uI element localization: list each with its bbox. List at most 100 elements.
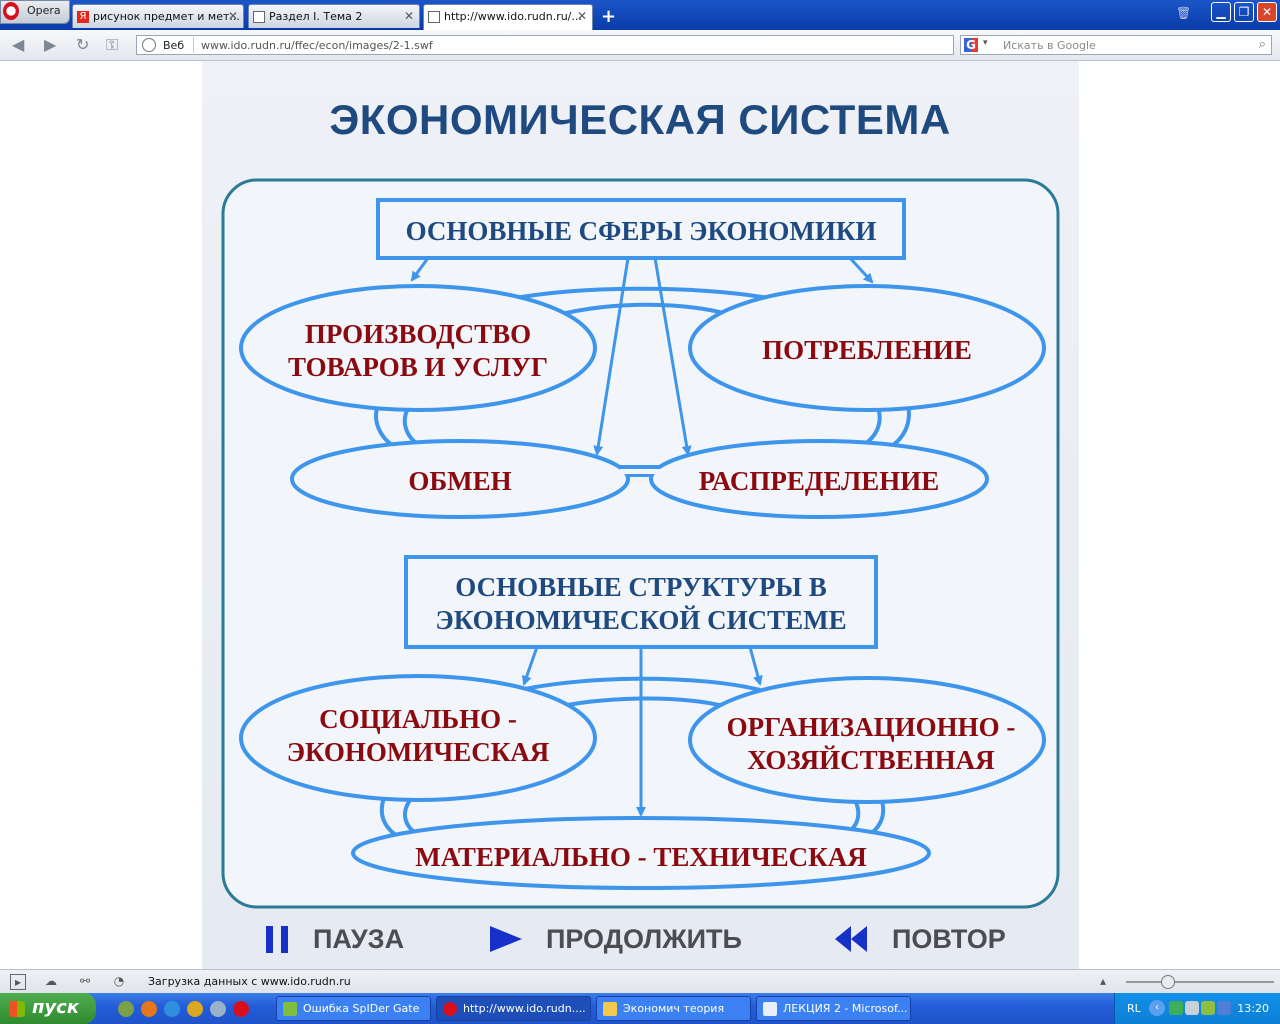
status-bar: ▸ ☁ ⚯ ◔ Загрузка данных с www.ido.rudn.r…	[0, 969, 1280, 994]
continue-button[interactable]: ПРОДОЛЖИТЬ	[546, 924, 742, 954]
zoom-slider-knob[interactable]	[1161, 975, 1175, 989]
tab-section[interactable]: Раздел I. Тема 2 ✕	[248, 4, 420, 28]
task-folder[interactable]: Экономич теория	[596, 996, 751, 1021]
task-label: ЛЕКЦИЯ 2 - Microsof...	[783, 1002, 908, 1015]
close-icon[interactable]: ✕	[403, 9, 414, 23]
firefox-icon[interactable]	[141, 1001, 157, 1017]
tab-label: http://www.ido.rudn.ru/...	[444, 10, 582, 23]
chevron-up-icon[interactable]: ▴	[1099, 974, 1107, 988]
media-player-icon[interactable]	[187, 1001, 203, 1017]
antivirus-icon[interactable]	[1201, 1001, 1215, 1015]
new-tab-button[interactable]: +	[601, 6, 617, 27]
distribution-text: РАСПРЕДЕЛЕНИЕ	[699, 466, 940, 496]
reload-icon[interactable]: ↻	[76, 35, 90, 54]
production-ellipse	[239, 284, 597, 412]
tray-app-icon[interactable]	[1217, 1001, 1231, 1015]
task-label: http://www.ido.rudn....	[463, 1002, 586, 1015]
language-indicator[interactable]: RL	[1127, 1002, 1141, 1015]
quicklaunch-icon[interactable]	[118, 1001, 134, 1017]
search-icon[interactable]: ⌕	[1258, 37, 1266, 52]
production-text-line2: ТОВАРОВ И УСЛУГ	[288, 352, 548, 382]
social-ellipse	[239, 674, 597, 802]
close-window-button[interactable]: ✕	[1257, 2, 1277, 22]
internet-explorer-icon[interactable]	[164, 1001, 180, 1017]
google-icon[interactable]: G	[964, 38, 978, 52]
panel-toggle-icon[interactable]: ▸	[10, 974, 26, 990]
production-text-line1: ПРОИЗВОДСТВО	[305, 319, 531, 349]
task-label: Экономич теория	[623, 1002, 725, 1015]
organizational-text-line1: ОРГАНИЗАЦИОННО -	[727, 712, 1016, 742]
address-separator	[193, 37, 194, 53]
tab-label: рисунок предмет и мет...	[93, 10, 240, 23]
key-icon[interactable]: ⚿	[106, 35, 119, 54]
share-icon[interactable]: ⚯	[79, 974, 91, 988]
navigation-bar: ◀ ▶ ↻ ⚿ Веб www.ido.rudn.ru/ffec/econ/im…	[0, 30, 1280, 61]
chevron-left-icon[interactable]: ‹	[1149, 1000, 1165, 1016]
consumption-ellipse	[688, 284, 1046, 412]
tab-current[interactable]: http://www.ido.rudn.ru/... ✕	[423, 4, 593, 30]
network-icon[interactable]	[1185, 1001, 1199, 1015]
opera-logo-icon	[3, 2, 19, 20]
task-label: Ошибка SpIDer Gate	[303, 1002, 420, 1015]
task-word[interactable]: ЛЕКЦИЯ 2 - Microsof...	[756, 996, 911, 1021]
folder-icon	[603, 1002, 617, 1016]
close-icon[interactable]: ✕	[227, 9, 238, 23]
tray-app-icon[interactable]	[1169, 1001, 1183, 1015]
repeat-button[interactable]: ПОВТОР	[892, 924, 1006, 954]
material-ellipse	[351, 816, 931, 890]
exchange-text: ОБМЕН	[408, 466, 511, 496]
rewind-icon	[835, 926, 867, 952]
search-input[interactable]: Искать в Google	[1003, 39, 1096, 52]
quicklaunch-icon[interactable]	[210, 1001, 226, 1017]
chevron-down-icon[interactable]: ▾	[983, 38, 988, 48]
play-icon-hitbox[interactable]	[486, 920, 526, 958]
opera-menu-label: Opera	[27, 4, 61, 17]
forward-icon[interactable]: ▶	[44, 35, 57, 54]
trash-icon[interactable]: 🗑	[1176, 6, 1192, 20]
address-url[interactable]: www.ido.rudn.ru/ffec/econ/images/2-1.swf	[201, 39, 433, 52]
search-box[interactable]: G ▾ Искать в Google ⌕	[960, 35, 1272, 55]
material-text: МАТЕРИАЛЬНО - ТЕХНИЧЕСКАЯ	[415, 842, 867, 872]
task-opera[interactable]: http://www.ido.rudn....	[436, 996, 591, 1021]
spider-icon	[283, 1002, 297, 1016]
page-icon	[253, 11, 265, 23]
structures-arrows	[521, 646, 763, 817]
cloud-icon[interactable]: ☁	[45, 974, 57, 988]
spheres-header-text: ОСНОВНЫЕ СФЕРЫ ЭКОНОМИКИ	[406, 216, 877, 246]
structures-header-box	[404, 555, 878, 649]
status-text: Загрузка данных с www.ido.rudn.ru	[148, 975, 351, 988]
start-label: пуск	[32, 997, 80, 1018]
zoom-slider-track[interactable]	[1126, 981, 1274, 983]
close-icon[interactable]: ✕	[576, 9, 587, 23]
pause-icon-hitbox[interactable]	[262, 920, 292, 958]
speed-dial-icon[interactable]: ◔	[113, 974, 125, 988]
back-icon[interactable]: ◀	[12, 35, 25, 54]
social-text-line2: ЭКОНОМИЧЕСКАЯ	[287, 737, 550, 767]
pause-button[interactable]: ПАУЗА	[313, 924, 405, 954]
organizational-text-line2: ХОЗЯЙСТВЕННАЯ	[747, 745, 995, 775]
organizational-ellipse	[688, 676, 1046, 804]
start-button[interactable]: пуск	[0, 993, 96, 1024]
restore-button[interactable]: ❐	[1234, 2, 1254, 22]
structures-header-line2: ЭКОНОМИЧЕСКОЙ СИСТЕМЕ	[435, 605, 846, 635]
minimize-button[interactable]: ▁	[1211, 2, 1231, 22]
address-bar[interactable]: Веб www.ido.rudn.ru/ffec/econ/images/2-1…	[136, 35, 954, 55]
task-spider-gate[interactable]: Ошибка SpIDer Gate	[276, 996, 431, 1021]
structures-header-line1: ОСНОВНЫЕ СТРУКТУРЫ В	[455, 572, 826, 602]
opera-icon	[443, 1002, 457, 1016]
word-document-icon	[763, 1002, 777, 1016]
opera-menu-button[interactable]: Opera	[0, 0, 70, 24]
yandex-icon: Я	[77, 11, 89, 23]
clock: 13:20	[1237, 1002, 1269, 1015]
windows-flag-icon	[9, 1001, 25, 1017]
spheres-arrows	[410, 256, 874, 456]
tab-yandex[interactable]: Я рисунок предмет и мет... ✕	[72, 4, 244, 28]
pause-icon	[266, 926, 288, 953]
opera-icon[interactable]	[233, 1001, 249, 1017]
play-icon	[490, 926, 522, 952]
rewind-icon-hitbox[interactable]	[832, 920, 872, 958]
social-text-line1: СОЦИАЛЬНО -	[319, 704, 517, 734]
page-icon	[428, 11, 440, 23]
distribution-ellipse	[649, 439, 989, 519]
